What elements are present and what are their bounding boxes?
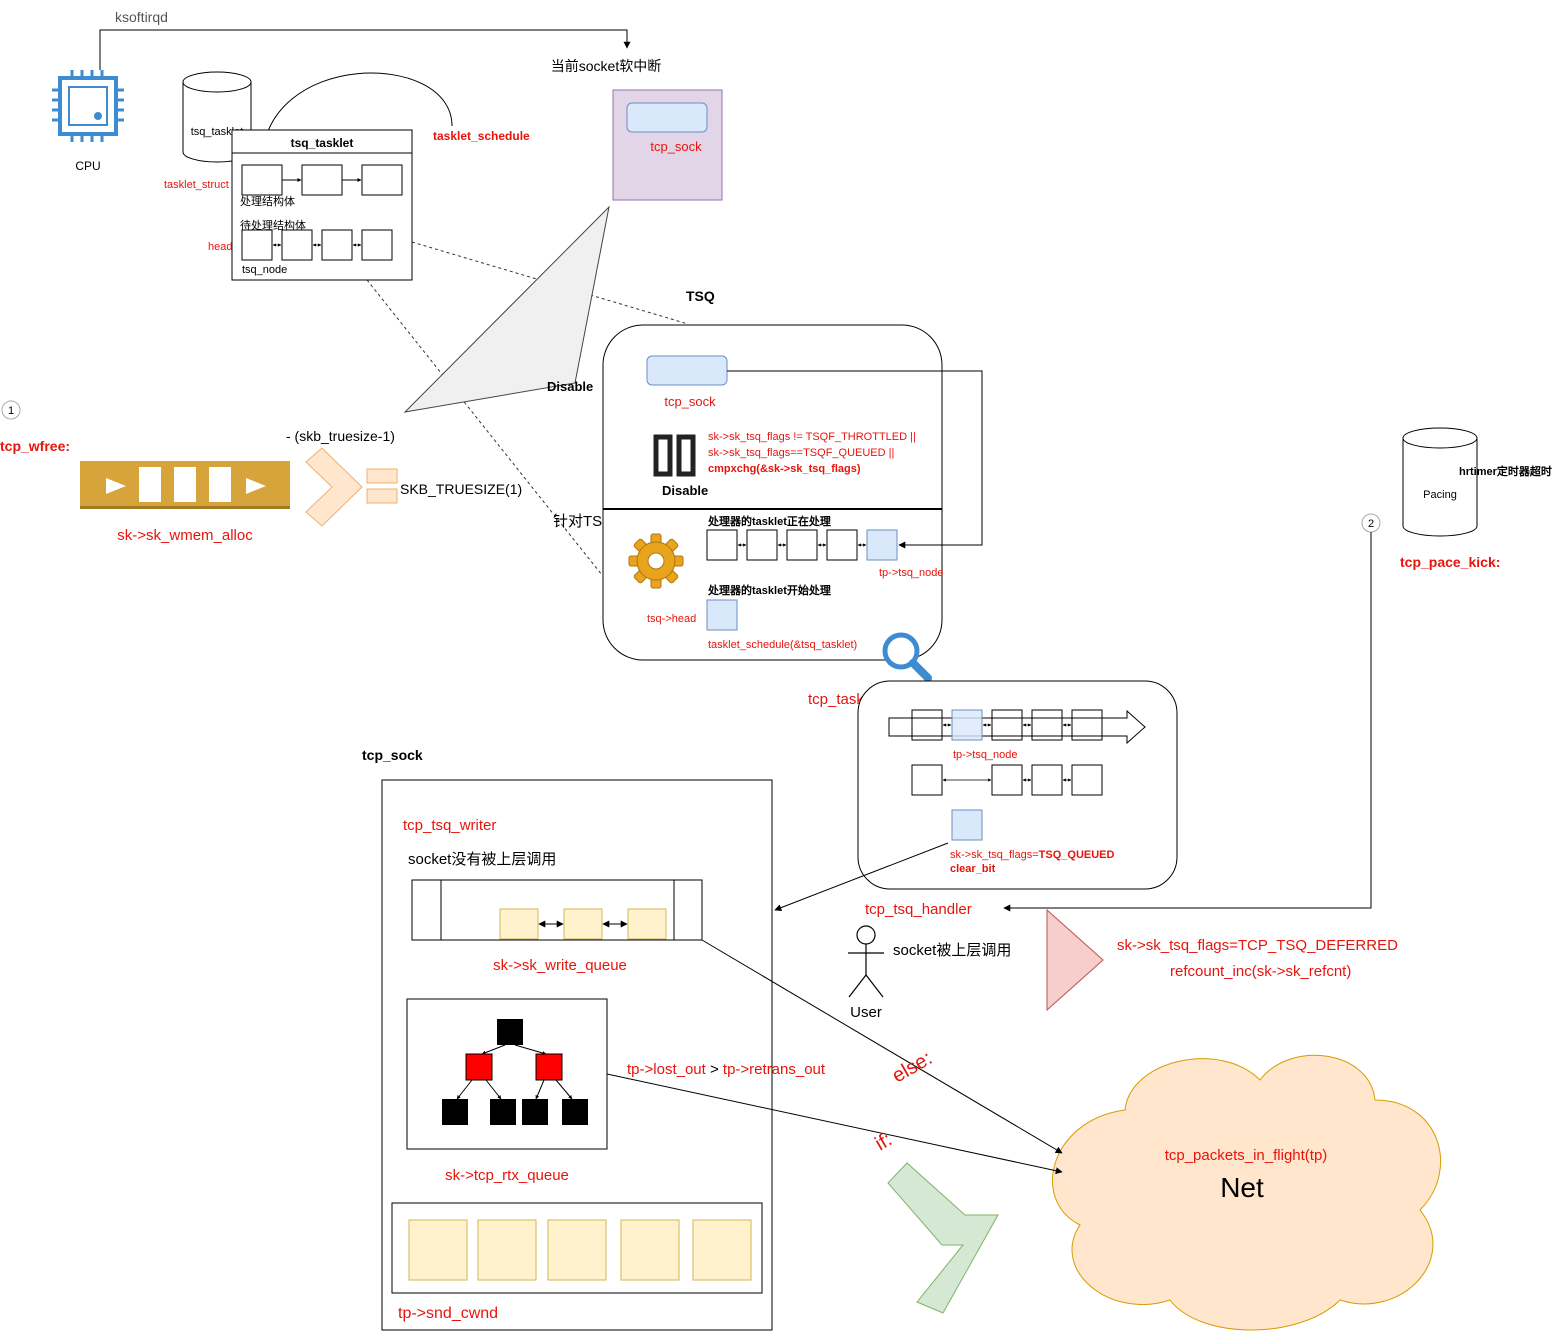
tsq-cond2: sk->sk_tsq_flags==TSQF_QUEUED || bbox=[708, 447, 894, 459]
socket-called-label: socket被上层调用 bbox=[893, 942, 1011, 959]
tsq-node-label: tsq_node bbox=[242, 264, 287, 276]
softirq-socket-box: tcp_sock bbox=[612, 89, 723, 201]
ksoftirqd-label: ksoftirqd bbox=[115, 9, 168, 25]
tasklet-to-sock-arrow bbox=[774, 842, 949, 911]
magnifier-icon bbox=[882, 632, 932, 682]
user-icon bbox=[848, 925, 884, 998]
tsq-tcp-sock-block bbox=[646, 355, 728, 386]
tsq-tasklet-cylinder-label: tsq_tasklet bbox=[191, 126, 244, 138]
play-icon-right bbox=[246, 478, 266, 494]
gear-icon bbox=[628, 533, 684, 589]
in-flight-label: tcp_packets_in_flight(tp) bbox=[1165, 1147, 1328, 1164]
cpu-group: CPU ksoftirqd bbox=[52, 9, 631, 173]
softirq-tcp-sock-block bbox=[626, 102, 708, 133]
check-mark-icon bbox=[887, 1162, 999, 1314]
tasklet-func-tp-node-label: tp->tsq_node bbox=[953, 749, 1018, 761]
tsq-cond1: sk->sk_tsq_flags != TSQF_THROTTLED || bbox=[708, 431, 916, 443]
pacing-label: Pacing bbox=[1423, 489, 1457, 501]
tsq-box: tcp_sock Disable sk->sk_tsq_flags != TSQ… bbox=[602, 324, 944, 661]
tasklet-func-clear-bit: clear_bit bbox=[950, 863, 996, 875]
tcp-wfree-label: tcp_wfree: bbox=[0, 438, 70, 454]
pending-struct-label: 待处理结构体 bbox=[240, 218, 306, 232]
disable-outer-label: Disable bbox=[547, 379, 593, 394]
snd-cwnd-label: tp->snd_cwnd bbox=[398, 1305, 498, 1322]
net-label: Net bbox=[1220, 1172, 1264, 1203]
skb-block-top bbox=[366, 468, 398, 484]
tasklet-func-flags: sk->sk_tsq_flags=TSQ_QUEUED bbox=[950, 849, 1115, 861]
rtx-queue-tree bbox=[406, 998, 608, 1150]
tcp-sock-box: tcp_tsq_writer socket没有被上层调用 sk->sk_writ… bbox=[381, 779, 773, 1331]
tasklet-schedule-label: tasklet_schedule bbox=[433, 129, 530, 143]
if-arrow bbox=[606, 1073, 1063, 1175]
softirq-title: 当前socket软中断 bbox=[551, 58, 661, 74]
tsq-tasklet-schedule-label: tasklet_schedule(&tsq_tasklet) bbox=[708, 639, 857, 651]
removed-node bbox=[951, 809, 983, 841]
snd-cwnd-window bbox=[391, 1202, 763, 1294]
else-label: else: bbox=[889, 1047, 937, 1087]
svg-text:2: 2 bbox=[1368, 518, 1374, 530]
tcp-sock-to-node-arrow bbox=[727, 370, 983, 549]
hrtimer-label: hrtimer定时器超时 bbox=[1459, 464, 1552, 478]
lost-retrans-label: tp->lost_out > tp->retrans_out bbox=[627, 1061, 826, 1078]
zoom-line-b bbox=[366, 279, 603, 576]
tsq-tcp-sock-label: tcp_sock bbox=[664, 394, 716, 409]
write-queue bbox=[411, 879, 703, 941]
if-label: if: bbox=[872, 1128, 896, 1155]
write-queue-label: sk->sk_write_queue bbox=[493, 957, 627, 974]
step1-badge: 1 bbox=[1, 400, 21, 420]
chevron-right-icon bbox=[305, 447, 363, 527]
tsq-handler-title: tcp_tsq_handler bbox=[865, 901, 972, 918]
deferred-label: sk->sk_tsq_flags=TCP_TSQ_DEFERRED bbox=[1117, 937, 1398, 954]
refcount-label: refcount_inc(sk->sk_refcnt) bbox=[1170, 963, 1351, 980]
svg-text:1: 1 bbox=[8, 405, 14, 417]
step2-badge: 2 bbox=[1361, 513, 1381, 533]
tsq-disable-label: Disable bbox=[662, 483, 708, 498]
rtx-queue-label: sk->tcp_rtx_queue bbox=[445, 1167, 569, 1184]
else-arrow bbox=[701, 939, 1063, 1154]
pace-to-handler-arrow bbox=[1003, 532, 1372, 912]
tasklet-struct-label: tasklet_struct bbox=[164, 179, 229, 191]
tsq-processing-label: 处理器的tasklet正在处理 bbox=[707, 514, 831, 528]
user-label: User bbox=[850, 1004, 882, 1021]
tsq-tasklet-box-title: tsq_tasklet bbox=[291, 136, 354, 150]
skb-truesize-label: SKB_TRUESIZE(1) bbox=[400, 481, 522, 497]
tasklet-schedule-loop-arrow bbox=[258, 72, 453, 165]
wmem-alloc-label: sk->sk_wmem_alloc bbox=[117, 527, 253, 544]
tsq-cond3: cmpxchg(&sk->sk_tsq_flags) bbox=[708, 463, 861, 475]
tsq-head-label: tsq->head bbox=[647, 613, 696, 625]
tcp-pace-kick-label: tcp_pace_kick: bbox=[1400, 554, 1500, 570]
pause-icon bbox=[653, 434, 696, 477]
tsq-start-label: 处理器的tasklet开始处理 bbox=[707, 583, 831, 597]
tsq-tp-node-label: tp->tsq_node bbox=[879, 567, 944, 579]
cpu-label: CPU bbox=[75, 159, 100, 173]
tasklet-func-box: tp->tsq_node sk->sk_tsq_flags=TSQ_QUEUED… bbox=[857, 680, 1178, 890]
pink-triangle bbox=[1046, 908, 1104, 1012]
tsq-title: TSQ bbox=[686, 288, 715, 304]
minus-truesize-label: - (skb_truesize-1) bbox=[286, 428, 395, 444]
tsq-tasklet-box: tsq_tasklet 处理结构体 待处理结构体 tsq_node bbox=[231, 129, 413, 281]
processing-struct-label: 处理结构体 bbox=[240, 194, 295, 208]
tsq-node-new bbox=[866, 529, 898, 561]
ksoftirqd-arrow bbox=[99, 29, 631, 70]
head-label: head bbox=[208, 241, 232, 253]
tsq-writer-label: tcp_tsq_writer bbox=[403, 817, 496, 834]
play-icon-left bbox=[106, 478, 126, 494]
tsq-head-block bbox=[706, 599, 738, 631]
softirq-tcp-sock-label: tcp_sock bbox=[650, 139, 702, 154]
pacing-cylinder: Pacing bbox=[1402, 427, 1478, 537]
disable-triangle bbox=[403, 205, 610, 413]
tcp-sock-title: tcp_sock bbox=[362, 747, 423, 763]
not-called-label: socket没有被上层调用 bbox=[408, 851, 556, 868]
skb-block-bottom bbox=[366, 488, 398, 504]
cpu-icon bbox=[52, 70, 124, 142]
wmem-progress-bar bbox=[80, 461, 290, 509]
net-cloud bbox=[1052, 1054, 1442, 1331]
